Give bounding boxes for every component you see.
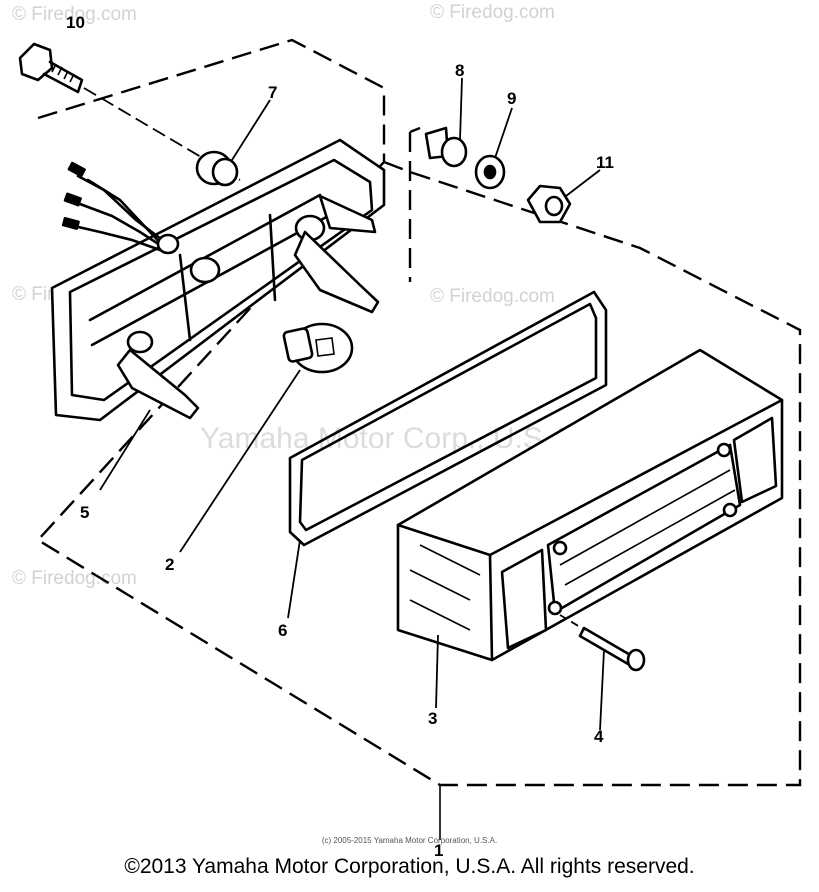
part-8-collar <box>424 77 468 168</box>
callout-11: 11 <box>596 153 614 172</box>
part-2-bulb <box>179 322 354 553</box>
part-11-nut <box>526 169 601 224</box>
part-3-lens <box>396 348 784 709</box>
watermark-firedog: © Firedog.com <box>12 4 137 25</box>
callout-7: 7 <box>268 83 277 102</box>
watermarks: © Firedog.com © Firedog.com © Firedog.co… <box>12 2 580 589</box>
watermark-firedog: © Firedog.com <box>12 568 137 589</box>
watermark-firedog: © Firedog.com <box>430 286 555 307</box>
callout-8: 8 <box>455 61 464 80</box>
assembly-boundary-inner <box>409 126 421 134</box>
part-9-washer <box>474 107 513 190</box>
callout-1: 1 <box>434 841 443 860</box>
callout-10: 10 <box>66 13 85 32</box>
callout-4: 4 <box>594 727 604 746</box>
watermark-firedog: © Firedog.com <box>430 2 555 23</box>
part-5-lamp-base <box>50 138 386 491</box>
part-6-gasket <box>287 290 608 619</box>
part-4-screw <box>559 614 646 731</box>
callout-6: 6 <box>278 621 287 640</box>
watermark-center: Yamaha Motor Corp., U.S.A. <box>200 422 580 455</box>
callout-5: 5 <box>80 503 89 522</box>
callout-3: 3 <box>428 709 437 728</box>
assembly-boundary <box>36 38 802 787</box>
footer-copyright: ©2013 Yamaha Motor Corporation, U.S.A. A… <box>124 855 695 878</box>
callout-9: 9 <box>507 89 516 108</box>
part-7-grommet <box>195 99 271 187</box>
part-10-bolt <box>18 42 241 181</box>
callout-2: 2 <box>165 555 174 574</box>
footer-source-note: (c) 2005-2015 Yamaha Motor Corporation, … <box>321 836 498 845</box>
